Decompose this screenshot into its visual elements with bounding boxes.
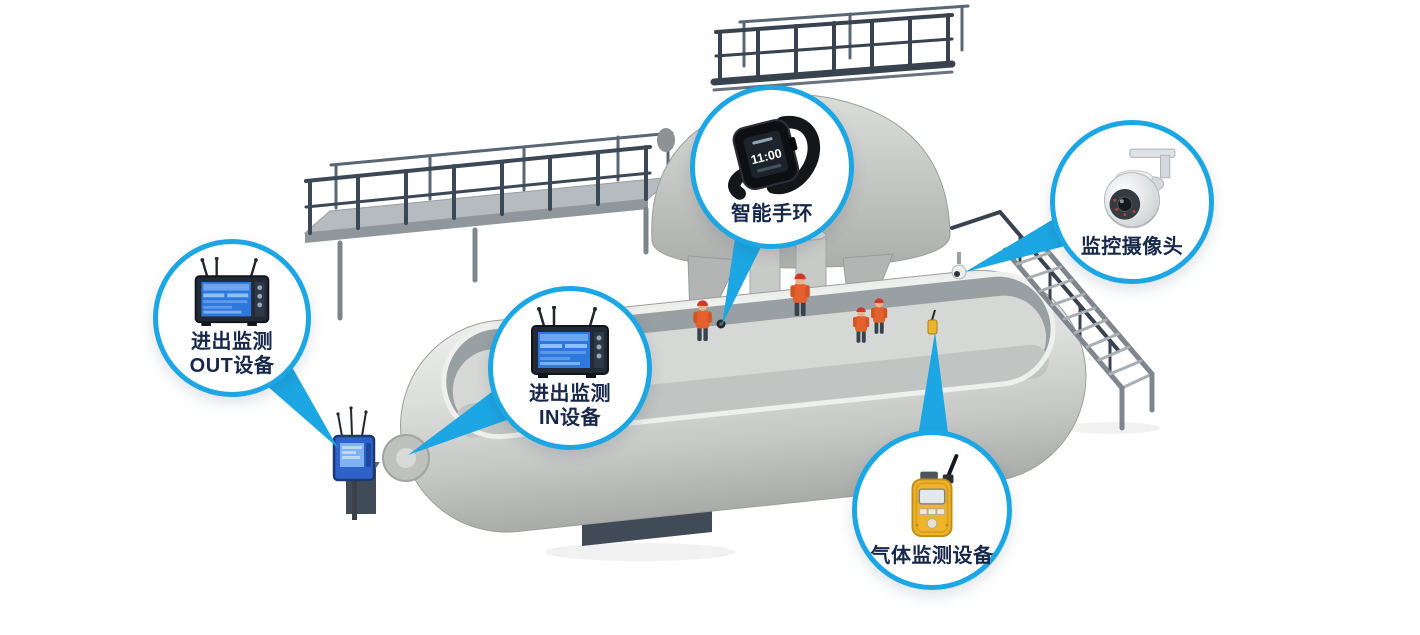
mounted-camera xyxy=(951,252,967,280)
in-device-label: 进出监测 IN设备 xyxy=(529,382,611,429)
access-monitor-icon xyxy=(188,257,276,328)
smart-wristband-icon xyxy=(722,108,822,200)
gas-detector-label: 气体监测设备 xyxy=(870,544,994,567)
callout-smart-band: 智能手环 xyxy=(690,85,854,249)
ptz-camera-icon xyxy=(1083,145,1181,233)
staircase xyxy=(950,210,1155,431)
mounted-gas-device xyxy=(927,309,938,335)
callout-in-device: 进出监测 IN设备 xyxy=(488,286,652,450)
access-monitor-icon xyxy=(524,306,616,380)
camera-label: 监控摄像头 xyxy=(1080,235,1184,258)
callout-camera: 监控摄像头 xyxy=(1050,120,1214,284)
mounted-access-device xyxy=(332,406,376,520)
callout-out-device: 进出监测 OUT设备 xyxy=(153,239,311,397)
smart-band-label: 智能手环 xyxy=(731,202,813,225)
callout-gas-detector: 气体监测设备 xyxy=(852,430,1012,590)
out-device-label: 进出监测 OUT设备 xyxy=(189,331,275,377)
gas-detector-icon xyxy=(891,452,973,542)
